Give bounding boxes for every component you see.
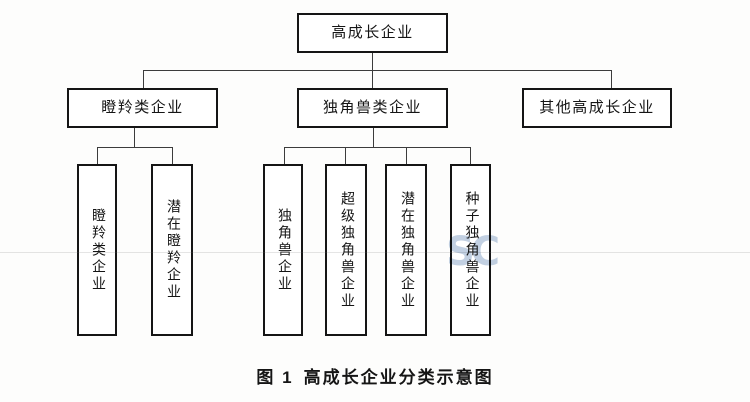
node-potential-gazelle-enterprise: 潜在瞪羚企业 xyxy=(151,164,193,336)
connector-drop-gazelle xyxy=(143,70,144,88)
connector-drop-v2 xyxy=(172,147,173,164)
node-label: 潜在独角兽企业 xyxy=(399,190,414,310)
connector-unicorn-drop xyxy=(373,128,374,147)
node-label: 其他高成长企业 xyxy=(539,99,655,116)
connector-drop-v1 xyxy=(97,147,98,164)
connector-drop-v4 xyxy=(345,147,346,164)
connector-level1-hline xyxy=(143,70,611,71)
node-unicorn-category: 独角兽类企业 xyxy=(297,88,448,128)
node-label: 独角兽类企业 xyxy=(322,99,422,116)
figure-number: 图 1 xyxy=(256,368,294,387)
node-high-growth-enterprise: 高成长企业 xyxy=(297,13,448,53)
node-other-high-growth: 其他高成长企业 xyxy=(522,88,672,128)
connector-drop-v3 xyxy=(284,147,285,164)
node-seed-unicorn-enterprise: 种子独角兽企业 xyxy=(450,164,491,336)
connector-drop-v6 xyxy=(470,147,471,164)
node-potential-unicorn-enterprise: 潜在独角兽企业 xyxy=(385,164,427,336)
connector-unicorn-hline xyxy=(284,147,470,148)
node-label: 瞪羚类企业 xyxy=(101,99,184,116)
node-super-unicorn-enterprise: 超级独角兽企业 xyxy=(325,164,367,336)
node-gazelle-enterprise: 瞪羚类企业 xyxy=(77,164,117,336)
node-label: 独角兽企业 xyxy=(276,207,291,293)
node-label: 超级独角兽企业 xyxy=(339,190,354,310)
node-label: 瞪羚类企业 xyxy=(90,207,105,293)
node-label: 高成长企业 xyxy=(331,24,414,41)
watermark: SC xyxy=(446,229,500,275)
figure-title: 高成长企业分类示意图 xyxy=(303,368,494,387)
node-gazelle-category: 瞪羚类企业 xyxy=(67,88,218,128)
connector-gazelle-hline xyxy=(97,147,172,148)
connector-drop-v5 xyxy=(406,147,407,164)
scan-artifact-line xyxy=(0,252,750,253)
figure-caption: 图 1 高成长企业分类示意图 xyxy=(0,363,750,388)
connector-gazelle-drop xyxy=(134,128,135,147)
connector-drop-other xyxy=(611,70,612,88)
node-unicorn-enterprise: 独角兽企业 xyxy=(263,164,303,336)
node-label: 种子独角兽企业 xyxy=(463,190,479,310)
node-label: 潜在瞪羚企业 xyxy=(165,199,180,301)
